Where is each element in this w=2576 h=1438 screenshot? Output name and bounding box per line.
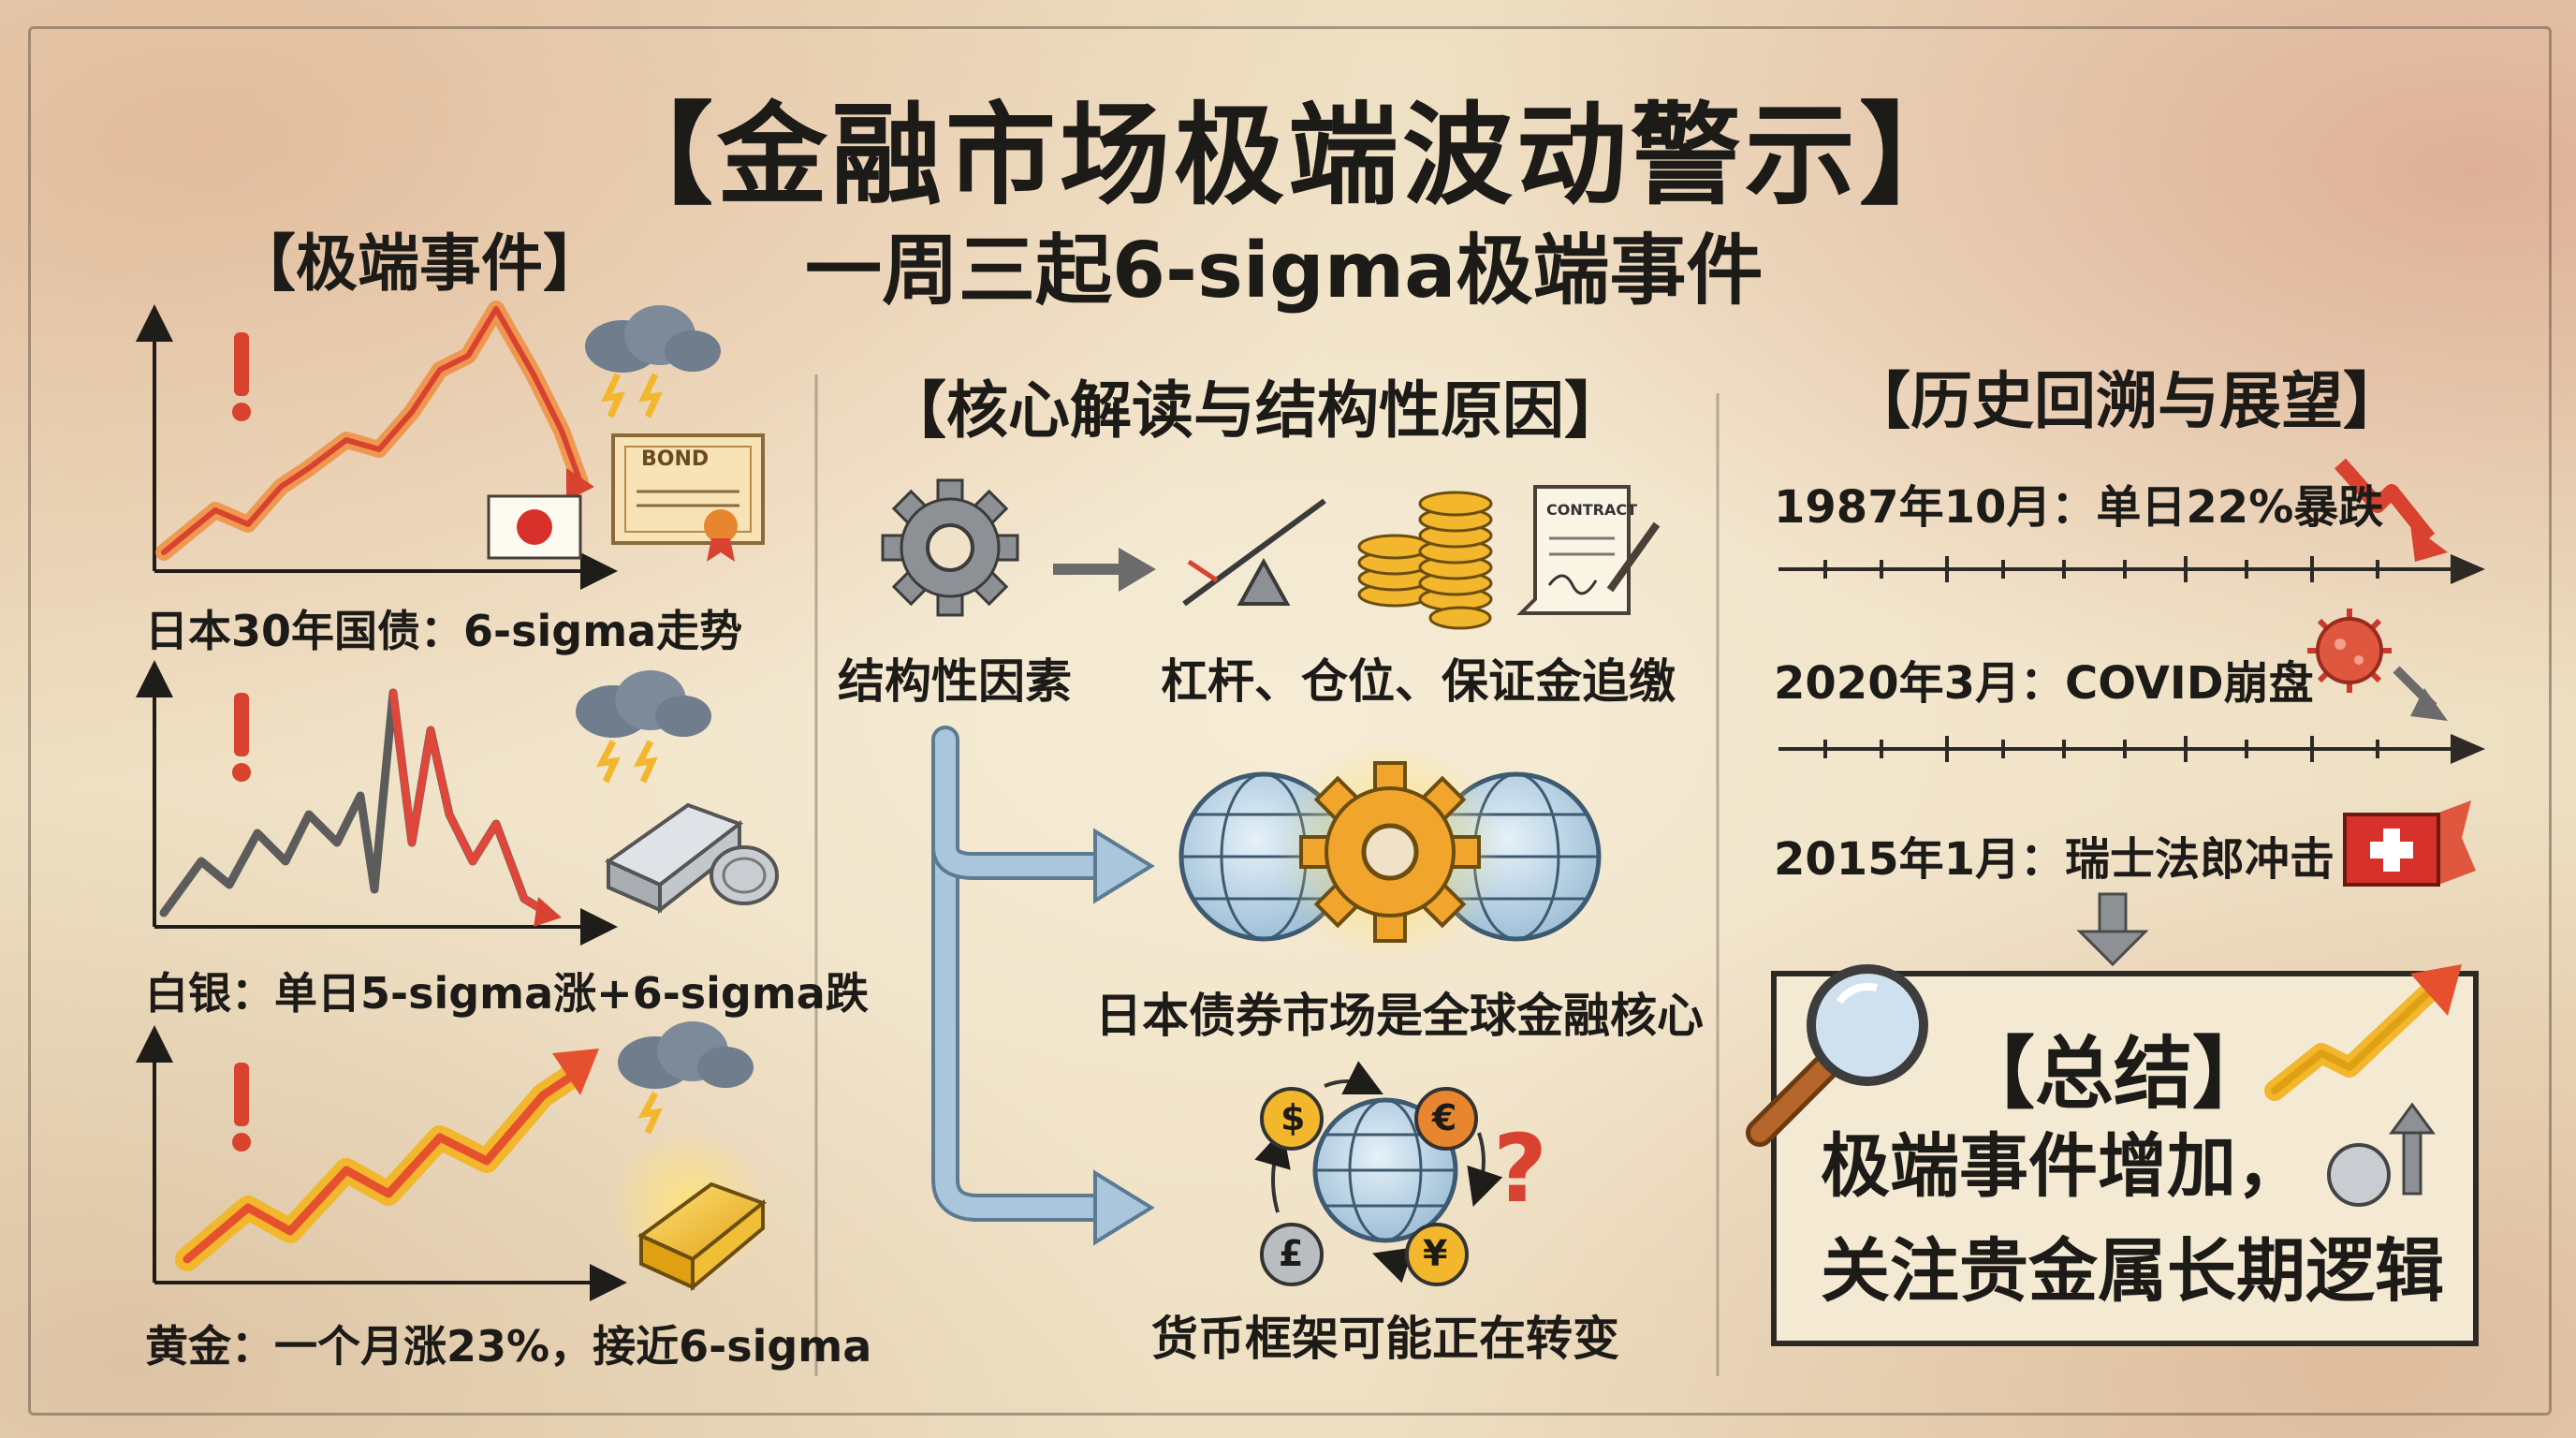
- down-arrow-icon: [2334, 458, 2448, 562]
- question-mark-icon: ?: [1493, 1114, 1548, 1224]
- bond-label: BOND: [641, 448, 710, 471]
- contract-icon: [1516, 485, 1661, 615]
- rising-arrow-icon: [2264, 964, 2462, 1101]
- euro-symbol: €: [1432, 1097, 1457, 1138]
- gear-icon: [881, 478, 1019, 617]
- flow-arrows: [931, 726, 1155, 1246]
- exclamation-icon: [232, 332, 251, 421]
- yen-symbol: ¥: [1423, 1233, 1448, 1274]
- japan-flag-icon: [487, 494, 582, 560]
- gold-caption: 黄金：一个月涨23%，接近6-sigma: [145, 1321, 872, 1372]
- virus-icon: [2307, 609, 2392, 693]
- structural-factors-label: 结构性因素: [838, 654, 1072, 709]
- timeline-2: [1778, 733, 2486, 765]
- storm-cloud-icon: [618, 1021, 754, 1135]
- history-outlook-title: 【历史回溯与展望】: [1849, 365, 2405, 437]
- event-2015: 2015年1月：瑞士法郎冲击: [1774, 833, 2334, 886]
- coin-icon: [2327, 1143, 2391, 1207]
- coin-icon: [710, 845, 779, 905]
- up-arrow-icon: [2389, 1102, 2436, 1196]
- swiss-flag-icon: [2343, 800, 2476, 887]
- japan-bond-label: 日本债券市场是全球金融核心: [1095, 989, 1704, 1043]
- event-1987: 1987年10月：单日22%暴跌: [1774, 481, 2384, 534]
- timeline-1: [1778, 553, 2486, 585]
- jgb-caption: 日本30年国债：6-sigma走势: [145, 606, 743, 656]
- exclamation-icon: [232, 1063, 251, 1152]
- gold-gear-icon: [1278, 740, 1502, 964]
- silver-chart: [136, 660, 618, 946]
- yen-coin-icon: [1405, 1223, 1469, 1286]
- event-2020: 2020年3月：COVID崩盘: [1774, 657, 2314, 710]
- leverage-label: 杠杆、仓位、保证金追缴: [1161, 654, 1676, 709]
- pound-symbol: £: [1279, 1233, 1304, 1274]
- storm-cloud-icon: [585, 305, 721, 418]
- right-arrow-icon: [1119, 548, 1156, 592]
- page-title: 【金融市场极端波动警示】: [602, 91, 1973, 220]
- contract-label: CONTRACT: [1546, 501, 1638, 519]
- summary-line-2: 关注贵金属长期逻辑: [1821, 1231, 2444, 1312]
- magnifier-icon: [1746, 964, 1928, 1147]
- extreme-events-title: 【极端事件】: [234, 227, 605, 300]
- gold-chart: [136, 1025, 627, 1301]
- dollar-coin-icon: [1260, 1087, 1324, 1151]
- summary-title: 【总结】: [1956, 1028, 2272, 1120]
- down-arrow-icon: [2393, 666, 2448, 721]
- page-frame: [28, 26, 2552, 1416]
- summary-line-1: 极端事件增加，: [1821, 1126, 2305, 1207]
- currency-label: 货币框架可能正在转变: [1151, 1312, 1619, 1366]
- gold-bar-icon: [608, 1128, 768, 1292]
- pound-coin-icon: [1260, 1223, 1324, 1286]
- page-subtitle: 一周三起6-sigma极端事件: [805, 227, 1764, 315]
- exclamation-icon: [232, 693, 251, 782]
- seesaw-icon: [1182, 498, 1326, 607]
- euro-coin-icon: [1414, 1087, 1478, 1151]
- core-analysis-title: 【核心解读与结构性原因】: [885, 374, 1626, 447]
- bond-certificate-icon: [611, 433, 765, 562]
- storm-cloud-icon: [576, 670, 711, 784]
- silver-caption: 白银：单日5-sigma涨+6-sigma跌: [145, 968, 869, 1019]
- jgb-chart: [136, 301, 618, 590]
- silver-bar-icon: [604, 802, 744, 915]
- coin-stack-icon: [1357, 491, 1493, 630]
- dollar-symbol: $: [1281, 1097, 1306, 1138]
- down-arrow-icon: [2076, 892, 2149, 967]
